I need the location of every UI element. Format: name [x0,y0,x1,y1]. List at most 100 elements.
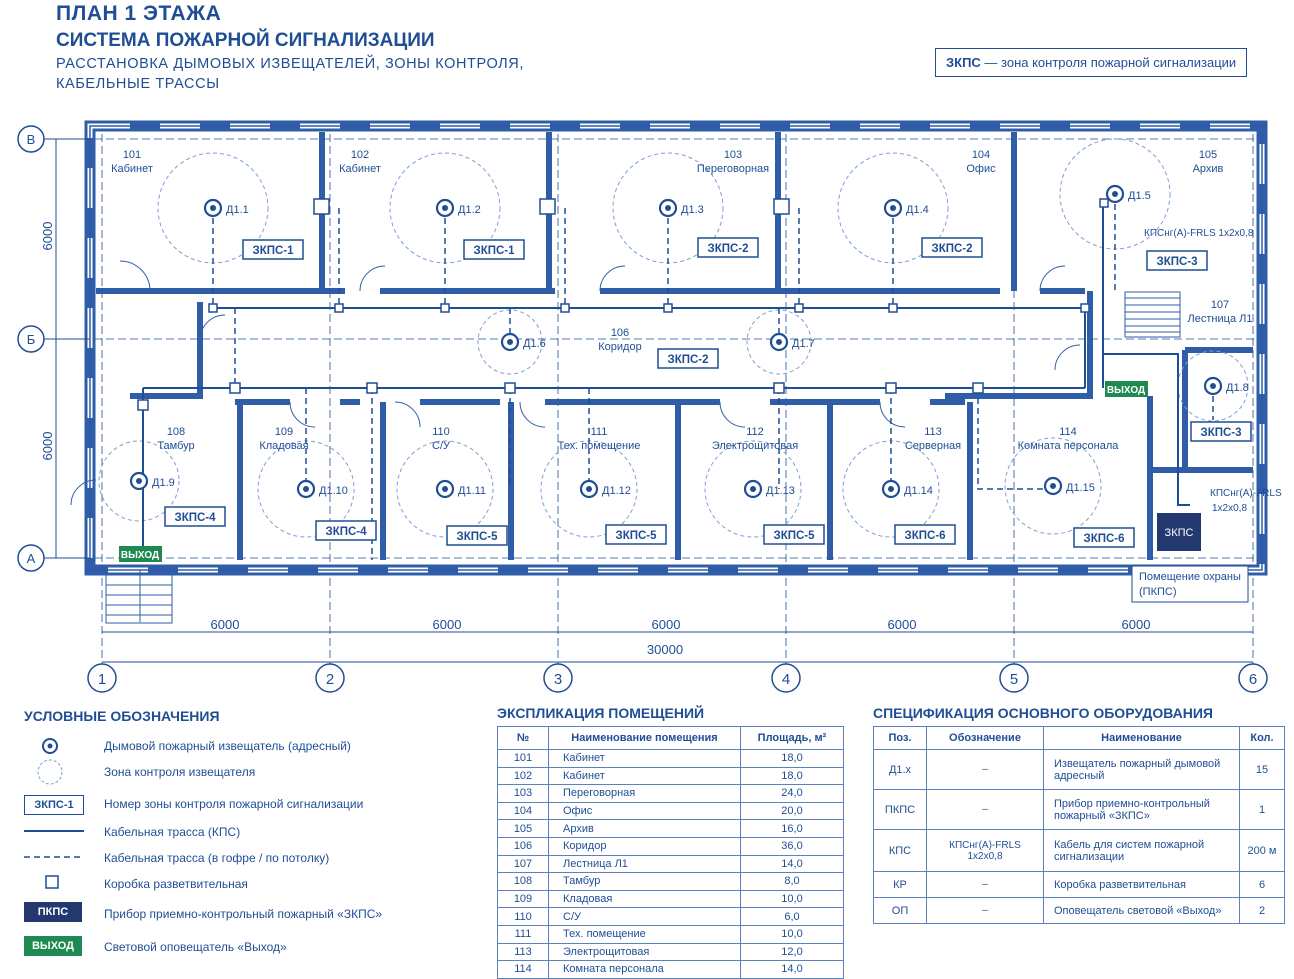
zone-label: ЗКПС-6 [904,530,945,542]
detector-label: Д1.4 [906,204,929,216]
cable-label-lower-2: 1х2х0,8 [1212,503,1247,514]
explication-cell-name: Офис [548,801,741,821]
spec-name-line-1: Извещатель пожарный дымовой [1054,757,1221,770]
cable-label-upper: КПСнг(А)-FRLS 1х2х0,8 [1144,228,1254,239]
abbreviation-text: — зона контроля пожарной сигнализации [980,55,1237,70]
smoke-detector: Д1.10 [296,479,348,499]
zone-label: ЗКПС-2 [667,354,708,366]
smoke-detector: Д1.9 [129,471,175,491]
zone-label-box: ЗКПС-3 [1190,421,1252,442]
axis-row-bubble: А [17,544,90,572]
explication-cell-number: 106 [497,836,549,856]
explication-cell-area: 16,0 [740,819,844,838]
axis-col-bubble: 2 [315,663,345,693]
guard-room-callout [1131,565,1249,603]
explication-cell-name: Кабинет [548,766,741,786]
explication-cell-name: Тех. помещение [548,924,741,944]
zone-label: ЗКПС-1 [473,245,515,257]
axis-row-bubble: Б [17,325,90,353]
room-number: 102 [351,149,369,161]
zone-label: ЗКПС-2 [931,243,972,255]
smoke-detector: Д1.3 [658,198,704,218]
explication-cell-number: 111 [497,924,549,944]
legend-junction-box-icon [45,875,59,889]
smoke-detector: Д1.4 [883,198,929,218]
axis-row-label: Б [27,332,36,347]
explication-cell-area: 8,0 [740,872,844,891]
dim-bay-3: 6000 [652,617,681,632]
detector-label: Д1.10 [319,485,348,497]
zone-label-box: ЗКПС-3 [1146,250,1208,271]
spec-name-line-2: адресный [1054,769,1105,782]
cable-label-lower-1: КПСнг(А)-FRLS [1210,488,1282,499]
axis-col-label: 1 [98,671,106,688]
spec-name-line-1: Прибор приемно-контрольный [1054,797,1210,810]
legend-item-detector: Дымовой пожарный извещатель (адресный) [104,739,351,753]
dim-bay-2: 6000 [433,617,462,632]
explication-cell-number: 102 [497,766,549,786]
zone-label: ЗКПС-5 [773,530,815,542]
zone-label-box: ЗКПС-5 [763,524,825,545]
spec-cell-qty: 2 [1239,897,1285,924]
legend-title: УСЛОВНЫЕ ОБОЗНАЧЕНИЯ [24,708,220,724]
control-panel [1157,513,1201,551]
detector-label: Д1.15 [1066,482,1095,494]
explication-cell-area: 20,0 [740,801,844,821]
exit-sign-left-label: ВЫХОД [121,550,159,561]
room-name: Тех. помещение [558,440,641,452]
spec-cell-code: КПСнг(А)-FRLS 1х2х0,8 [926,829,1044,872]
legend-zone-icon [37,759,63,785]
page-subtitle-line-2: КАБЕЛЬНЫЕ ТРАССЫ [56,76,220,92]
zone-label-box: ЗКПС-2 [657,348,719,369]
smoke-detector: Д1.11 [435,479,486,499]
axis-col-bubble: 1 [87,663,117,693]
dim-row-1: 6000 [40,222,55,251]
abbreviation-term: ЗКПС [946,55,981,70]
room-name: Серверная [905,440,961,452]
explication-cell-name: Тамбур [548,872,741,891]
explication-cell-number: 104 [497,801,549,821]
legend-panel-sample: ПКПС [24,902,82,922]
room-number: 103 [724,149,742,161]
smoke-detector: Д1.12 [579,479,631,499]
legend-item-cable-dashed: Кабельная трасса (в гофре / по потолку) [104,851,330,865]
dim-bay-4: 6000 [888,617,917,632]
page-title: ПЛАН 1 ЭТАЖА [56,2,222,25]
explication-cell-area: 18,0 [740,766,844,786]
explication-cell-name: Лестница Л1 [548,854,741,874]
zone-label-box: ЗКПС-5 [605,524,667,545]
explication-cell-name: Комната персонала [548,960,741,979]
axis-col-bubble: 4 [771,663,801,693]
zone-label: ЗКПС-3 [1156,256,1197,268]
detector-label: Д1.5 [1128,190,1151,202]
detector-label: Д1.14 [904,485,933,497]
explication-cell-name: Кладовая [548,889,741,909]
spec-cell-code: – [926,749,1044,790]
floor-plan: Д1.1Д1.2Д1.3Д1.4Д1.5Д1.6Д1.7Д1.8Д1.9Д1.1… [17,120,1282,693]
room-name: Кабинет [111,163,153,175]
spec-title: СПЕЦИФИКАЦИЯ ОСНОВНОГО ОБОРУДОВАНИЯ [873,705,1213,721]
zone-label-box: ЗКПС-1 [463,239,525,260]
room-name: Архив [1193,163,1224,175]
smoke-detector: Д1.6 [500,332,546,352]
detector-label: Д1.2 [458,204,481,216]
